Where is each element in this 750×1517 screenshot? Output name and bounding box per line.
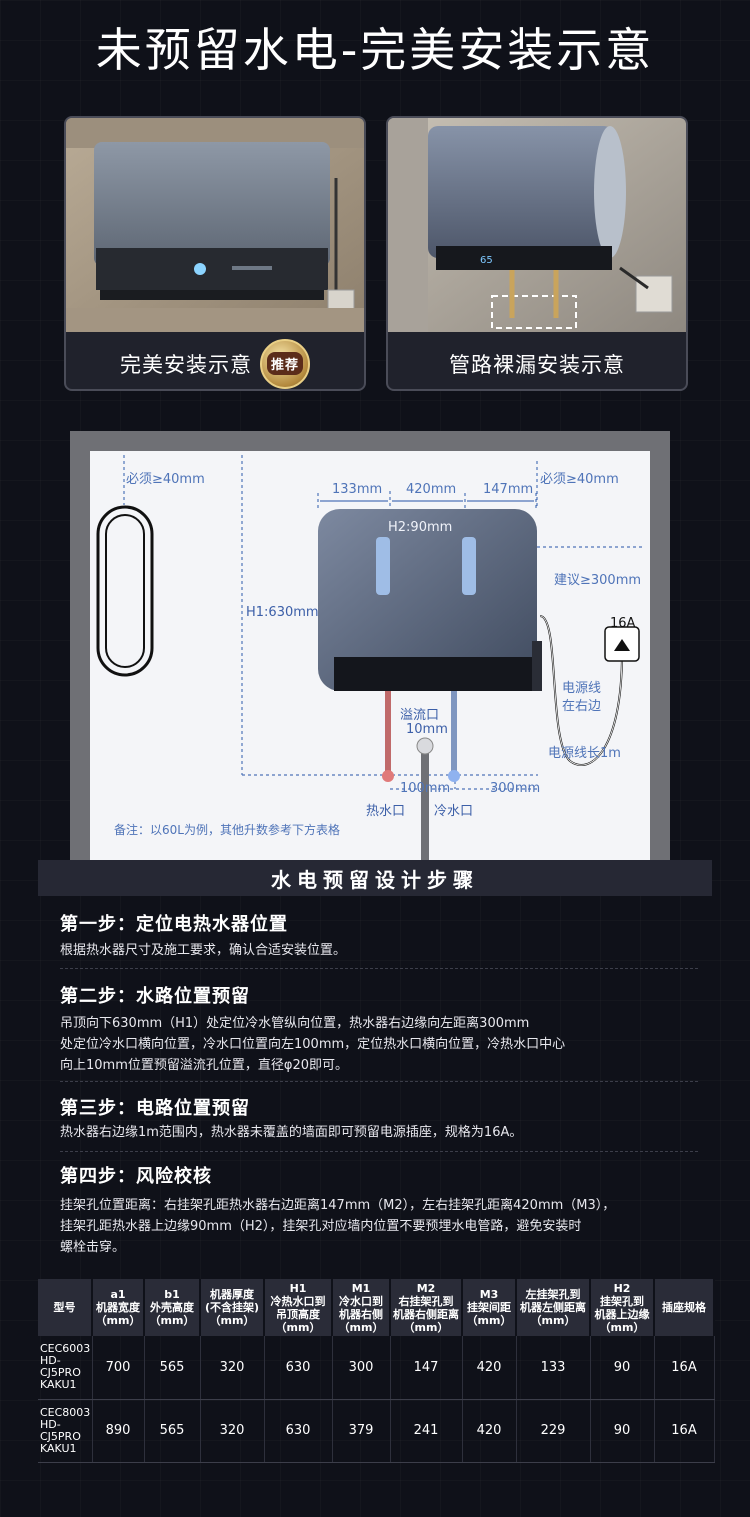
step-4-text: 挂架孔位置距离：右挂架孔距热水器右边距离147mm（M2），左右挂架孔距离420… <box>60 1198 616 1255</box>
step-2-title: 第二步：水路位置预留 <box>60 986 250 1007</box>
col-socket: 插座规格 <box>654 1279 715 1336</box>
table-cell: 565 <box>144 1336 201 1400</box>
design-steps-heading: 水电预留设计步骤 <box>38 860 712 896</box>
page-title: 未预留水电-完美安装示意 <box>95 23 655 77</box>
table-cell: 700 <box>92 1336 145 1400</box>
table-cell: 630 <box>264 1399 333 1463</box>
power-line-length: 电源线长1m <box>548 746 621 761</box>
table-cell: 133 <box>516 1336 591 1400</box>
divider <box>60 968 698 969</box>
table-cell: 229 <box>516 1399 591 1463</box>
perfect-install-label: 完美安装示意 <box>120 352 252 377</box>
table-cell: 90 <box>590 1399 655 1463</box>
step-4-title: 第四步：风险校核 <box>60 1166 212 1187</box>
step-1-text: 根据热水器尺寸及施工要求，确认合适安装位置。 <box>60 943 347 958</box>
table-cell: 420 <box>462 1399 517 1463</box>
dim-right-label: 147mm <box>483 482 534 497</box>
left-clearance-label: 必须≥40mm <box>126 472 205 487</box>
table-cell: 16A <box>654 1336 715 1400</box>
svg-text:65: 65 <box>480 255 493 266</box>
install-dimension-diagram: 必须≥40mm 必须≥40mm 133mm 420mm 147mm H2:90m… <box>70 431 670 861</box>
exposed-pipe-label: 管路裸漏安装示意 <box>449 352 625 377</box>
overflow-label-2: 10mm <box>406 722 448 737</box>
perfect-install-label-row: 完美安装示意 推荐 <box>66 336 364 389</box>
perfect-install-card: 完美安装示意 推荐 <box>64 116 366 391</box>
table-cell: 300 <box>332 1336 391 1400</box>
table-cell: 420 <box>462 1336 517 1400</box>
table-cell: 320 <box>200 1399 265 1463</box>
water-heater <box>318 509 542 691</box>
perfect-install-photo <box>66 118 364 332</box>
exposed-pipe-photo: 65 <box>388 118 686 332</box>
step-2-text: 吊顶向下630mm（H1）处定位冷水管纵向位置，热水器右边缘向左距离300mm … <box>60 1016 566 1073</box>
dim-100-label: 100mm <box>400 781 451 796</box>
right-clearance-label: 必须≥40mm <box>540 472 619 487</box>
h2-label: H2:90mm <box>388 520 453 535</box>
table-cell: 565 <box>144 1399 201 1463</box>
dim-center-label: 420mm <box>406 482 457 497</box>
table-cell: 241 <box>390 1399 463 1463</box>
step-3-title: 第三步：电路位置预留 <box>60 1098 250 1119</box>
table-cell: 147 <box>390 1336 463 1400</box>
table-cell: 379 <box>332 1399 391 1463</box>
mirror-shape <box>96 505 154 677</box>
table-cell: 630 <box>264 1336 333 1400</box>
divider <box>60 1151 698 1152</box>
table-cell: 90 <box>590 1336 655 1400</box>
hot-outlet-label: 热水口 <box>366 804 406 819</box>
socket-label: 16A <box>610 616 636 631</box>
diagram-note: 备注：以60L为例，其他升数参考下方表格 <box>114 823 340 837</box>
overflow-label-1: 溢流口 <box>400 708 440 723</box>
exposed-pipe-card: 65 管路裸漏安装示意 <box>386 116 688 391</box>
power-line-pos-2: 在右边 <box>562 699 602 714</box>
suggest-right-label: 建议≥300mm <box>554 573 642 588</box>
divider <box>60 1081 698 1082</box>
recommend-badge: 推荐 <box>260 338 310 389</box>
cold-outlet-label: 冷水口 <box>434 804 474 819</box>
step-1-title: 第一步：定位电热水器位置 <box>60 914 288 935</box>
power-line-pos-1: 电源线 <box>562 681 602 696</box>
dim-300-label: 300mm <box>490 781 541 796</box>
table-cell: 890 <box>92 1399 145 1463</box>
table-cell: 16A <box>654 1399 715 1463</box>
col-left-hole: 左挂架孔到机器左侧距离（mm） <box>516 1279 591 1336</box>
col-model: 型号 <box>38 1279 93 1336</box>
step-3-text: 热水器右边缘1m范围内，热水器未覆盖的墙面即可预留电源插座，规格为16A。 <box>60 1125 523 1140</box>
col-thickness: 机器厚度(不含挂架)（mm） <box>200 1279 265 1336</box>
table-cell: 320 <box>200 1336 265 1400</box>
h1-label: H1:630mm <box>246 605 319 620</box>
dim-left-label: 133mm <box>332 482 383 497</box>
wall-frame <box>70 431 670 451</box>
